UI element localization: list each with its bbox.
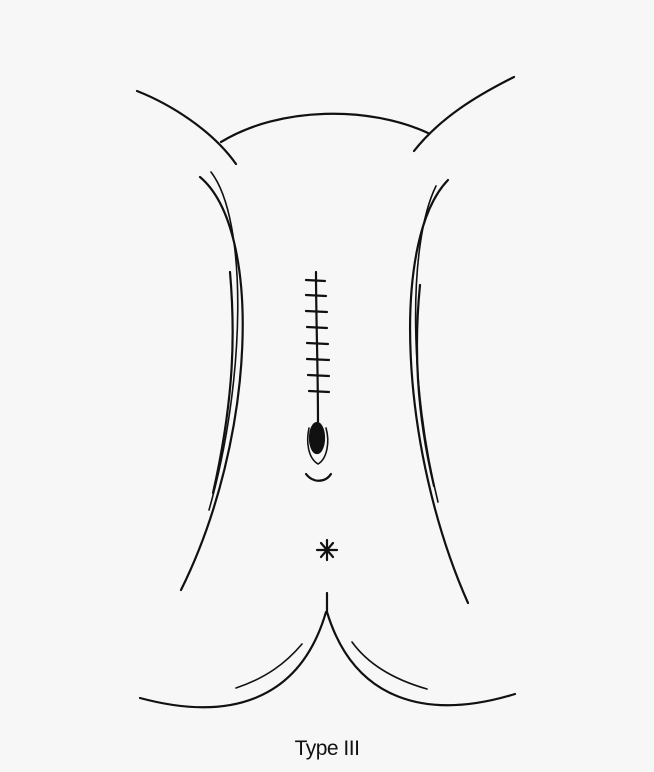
fourchette-arc: [306, 474, 331, 481]
anus-mark: [317, 540, 337, 560]
upper-right-outline: [414, 77, 514, 151]
lower-right-inner-fold: [352, 642, 427, 689]
upper-center-outline: [221, 114, 428, 142]
upper-left-outline: [137, 91, 236, 164]
introitus-mark: [310, 423, 324, 453]
lower-left-buttock: [140, 612, 326, 707]
left-labium-line: [213, 272, 233, 493]
figure-caption: Type III: [0, 737, 654, 761]
lower-left-inner-fold: [236, 644, 302, 688]
lower-right-buttock: [327, 612, 515, 705]
right-labium-line: [417, 285, 434, 486]
